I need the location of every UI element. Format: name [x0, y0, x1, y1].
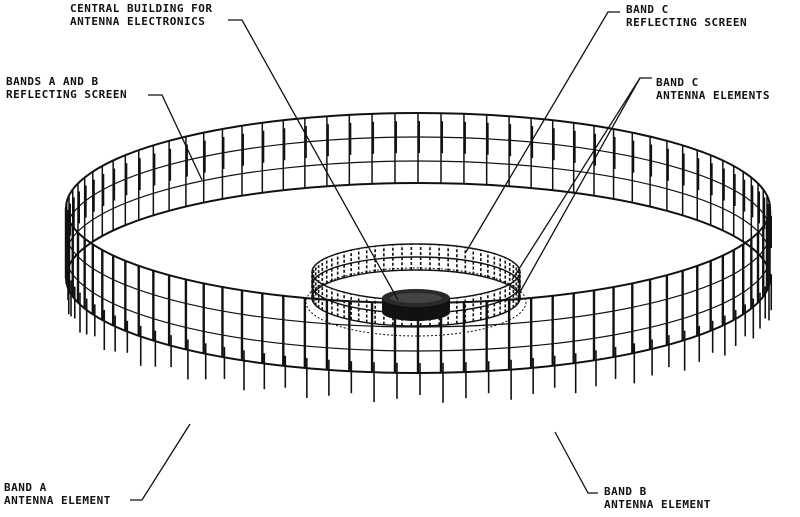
central-building	[382, 289, 450, 321]
label-line: BAND C	[626, 3, 669, 16]
label-line: ANTENNA ELEMENTS	[656, 89, 770, 102]
label-line: BAND C	[656, 76, 699, 89]
label-bands-ab-screen: BANDS A AND B REFLECTING SCREEN	[6, 75, 127, 101]
label-band-a-element: BAND A ANTENNA ELEMENT	[4, 481, 111, 507]
label-central-building: CENTRAL BUILDING FOR ANTENNA ELECTRONICS	[70, 2, 212, 28]
label-band-c-screen: BAND C REFLECTING SCREEN	[626, 3, 747, 29]
label-line: BANDS A AND B	[6, 75, 99, 88]
bands-ab-reflecting-screen	[64, 112, 773, 403]
label-band-c-elements: BAND C ANTENNA ELEMENTS	[656, 76, 770, 102]
screen-rail	[305, 267, 527, 337]
label-line: REFLECTING SCREEN	[626, 16, 748, 29]
label-line: ANTENNA ELEMENT	[4, 494, 111, 507]
label-line: CENTRAL BUILDING FOR	[70, 2, 213, 15]
callout-leader-lines	[130, 11, 652, 501]
label-line: ANTENNA ELEMENT	[604, 498, 711, 511]
label-line: ANTENNA ELECTRONICS	[70, 15, 206, 28]
label-line: REFLECTING SCREEN	[6, 88, 128, 101]
label-band-b-element: BAND B ANTENNA ELEMENT	[604, 485, 711, 511]
label-line: BAND A	[4, 481, 47, 494]
label-line: BAND B	[604, 485, 647, 498]
